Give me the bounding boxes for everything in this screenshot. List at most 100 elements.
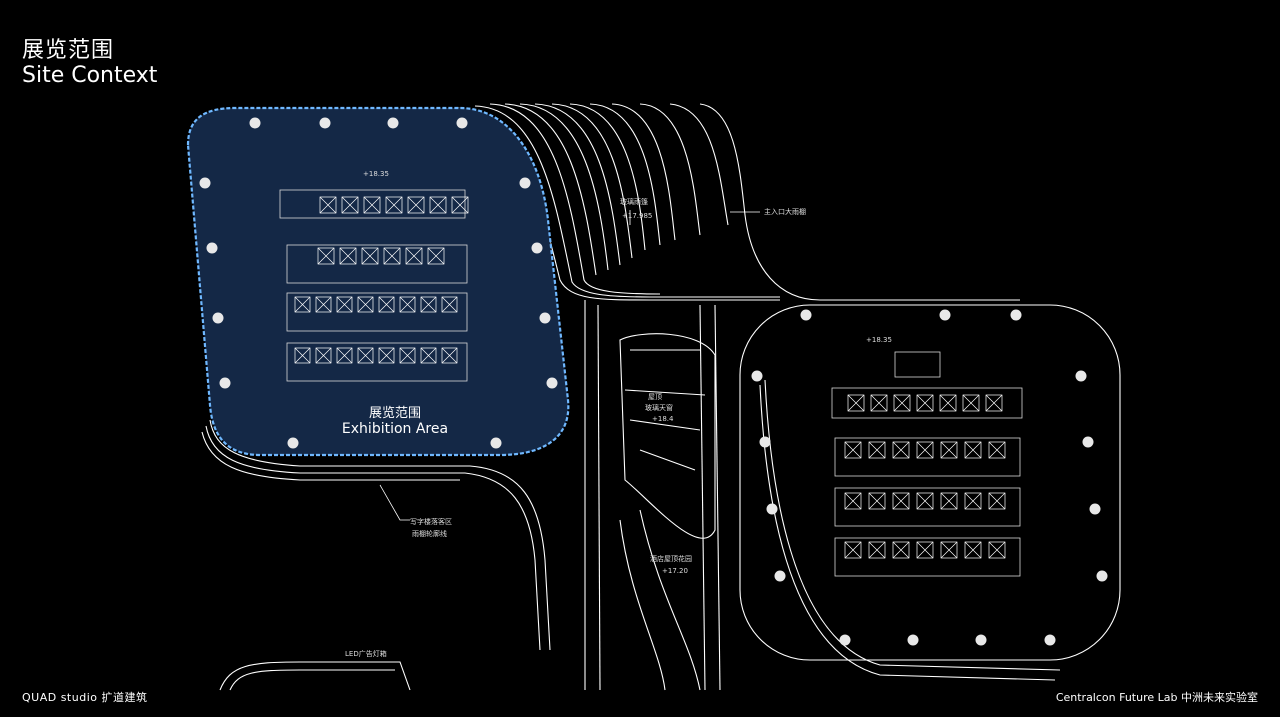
right-top-level: +18.35 xyxy=(866,336,892,344)
office-canopy-label: 雨棚轮廓线 xyxy=(412,530,447,538)
elevator-cross-icon xyxy=(383,247,401,265)
glass-roof-level: +18.4 xyxy=(652,415,674,423)
elevator-cross-icon xyxy=(868,441,886,459)
elevator-cross-icon xyxy=(939,394,957,412)
canopy-level: +17.985 xyxy=(622,212,653,220)
elevator-cross-icon xyxy=(962,394,980,412)
elevator-cross-icon xyxy=(441,296,458,313)
elevator-cross-icon xyxy=(317,247,335,265)
elevator-cross-icon xyxy=(378,347,395,364)
elevator-cross-icon xyxy=(429,196,447,214)
elevator-cross-icon xyxy=(441,347,458,364)
elevator-cross-icon xyxy=(844,441,862,459)
elevator-cross-icon xyxy=(336,296,353,313)
elevator-cross-icon xyxy=(399,347,416,364)
elevator-cross-icon xyxy=(892,541,910,559)
office-dropoff-label: 写字楼落客区 xyxy=(410,518,452,526)
elevator-cross-icon xyxy=(988,541,1006,559)
elevator-cross-icon xyxy=(844,441,862,459)
elevator-cross-icon xyxy=(427,247,445,265)
elevator-cross-icon xyxy=(893,394,911,412)
elevator-cross-icon xyxy=(940,541,958,559)
elevator-cross-icon xyxy=(844,492,862,510)
elevator-cross-icon xyxy=(441,296,458,313)
elevator-cross-icon xyxy=(916,441,934,459)
elevator-cross-icon xyxy=(315,347,332,364)
hotel-garden-level: +17.20 xyxy=(662,567,688,575)
elevator-cross-icon xyxy=(988,441,1006,459)
elevator-cross-icon xyxy=(892,441,910,459)
elevator-cross-icon xyxy=(363,196,381,214)
elevator-cross-icon xyxy=(407,196,425,214)
right-core xyxy=(831,351,1023,577)
elevator-cross-icon xyxy=(420,347,437,364)
elevator-cross-icon xyxy=(363,196,381,214)
elevator-cross-icon xyxy=(451,196,469,214)
elevator-cross-icon xyxy=(916,394,934,412)
elevator-cross-icon xyxy=(357,347,374,364)
elevator-cross-icon xyxy=(847,394,865,412)
elevator-cross-icon xyxy=(361,247,379,265)
elevator-cross-icon xyxy=(868,441,886,459)
elevator-cross-icon xyxy=(892,492,910,510)
exhibition-area xyxy=(186,106,570,457)
elevator-cross-icon xyxy=(357,296,374,313)
page-title-en: Site Context xyxy=(22,63,158,89)
elevator-cross-icon xyxy=(399,296,416,313)
elevator-cross-icon xyxy=(892,441,910,459)
elevator-cross-icon xyxy=(315,347,332,364)
glass-roof-label-2: 玻璃天窗 xyxy=(645,404,673,412)
elevator-cross-icon xyxy=(868,492,886,510)
elevator-cross-icon xyxy=(407,196,425,214)
elevator-cross-icon xyxy=(315,296,332,313)
elevator-cross-icon xyxy=(868,492,886,510)
elevator-cross-icon xyxy=(964,492,982,510)
elevator-cross-icon xyxy=(294,347,311,364)
elevator-cross-icon xyxy=(916,492,934,510)
elevator-cross-icon xyxy=(319,196,337,214)
elevator-cross-icon xyxy=(441,347,458,364)
elevator-cross-icon xyxy=(429,196,447,214)
main-entrance-label: 主入口大雨棚 xyxy=(764,208,806,216)
elevator-cross-icon xyxy=(985,394,1003,412)
elevator-cross-icon xyxy=(988,441,1006,459)
elevator-cross-icon xyxy=(315,296,332,313)
elevator-cross-icon xyxy=(294,296,311,313)
elevator-cross-icon xyxy=(420,296,437,313)
elevator-cross-icon xyxy=(870,394,888,412)
elevator-cross-icon xyxy=(964,492,982,510)
elevator-cross-icon xyxy=(357,347,374,364)
page-title-cn: 展览范围 xyxy=(22,38,115,63)
elevator-cross-icon xyxy=(420,296,437,313)
glass-roof-label-1: 屋顶 xyxy=(648,393,662,401)
elevator-cross-icon xyxy=(399,296,416,313)
level-top: +18.35 xyxy=(363,170,389,178)
footer-studio: QUAD studio 扩道建筑 xyxy=(22,691,148,704)
elevator-cross-icon xyxy=(893,394,911,412)
elevator-cross-icon xyxy=(962,394,980,412)
elevator-cross-icon xyxy=(964,441,982,459)
hotel-garden-label: 酒店屋顶花园 xyxy=(650,555,692,563)
exhibition-label: 展览范围 Exhibition Area xyxy=(330,402,460,437)
left-core xyxy=(279,189,468,382)
elevator-cross-icon xyxy=(427,247,445,265)
elevator-cross-icon xyxy=(383,247,401,265)
elevator-cross-icon xyxy=(868,541,886,559)
elevator-cross-icon xyxy=(892,492,910,510)
elevator-cross-icon xyxy=(988,492,1006,510)
elevator-cross-icon xyxy=(940,492,958,510)
elevator-cross-icon xyxy=(378,296,395,313)
elevator-cross-icon xyxy=(339,247,357,265)
elevator-cross-icon xyxy=(916,492,934,510)
elevator-cross-icon xyxy=(378,347,395,364)
elevator-cross-icon xyxy=(405,247,423,265)
elevator-cross-icon xyxy=(940,441,958,459)
elevator-cross-icon xyxy=(385,196,403,214)
elevator-cross-icon xyxy=(336,347,353,364)
page-title: 展览范围 Site Context xyxy=(22,38,157,89)
elevator-cross-icon xyxy=(964,541,982,559)
elevator-cross-icon xyxy=(844,541,862,559)
elevator-cross-icon xyxy=(385,196,403,214)
elevator-cross-icon xyxy=(988,541,1006,559)
elevator-cross-icon xyxy=(940,492,958,510)
